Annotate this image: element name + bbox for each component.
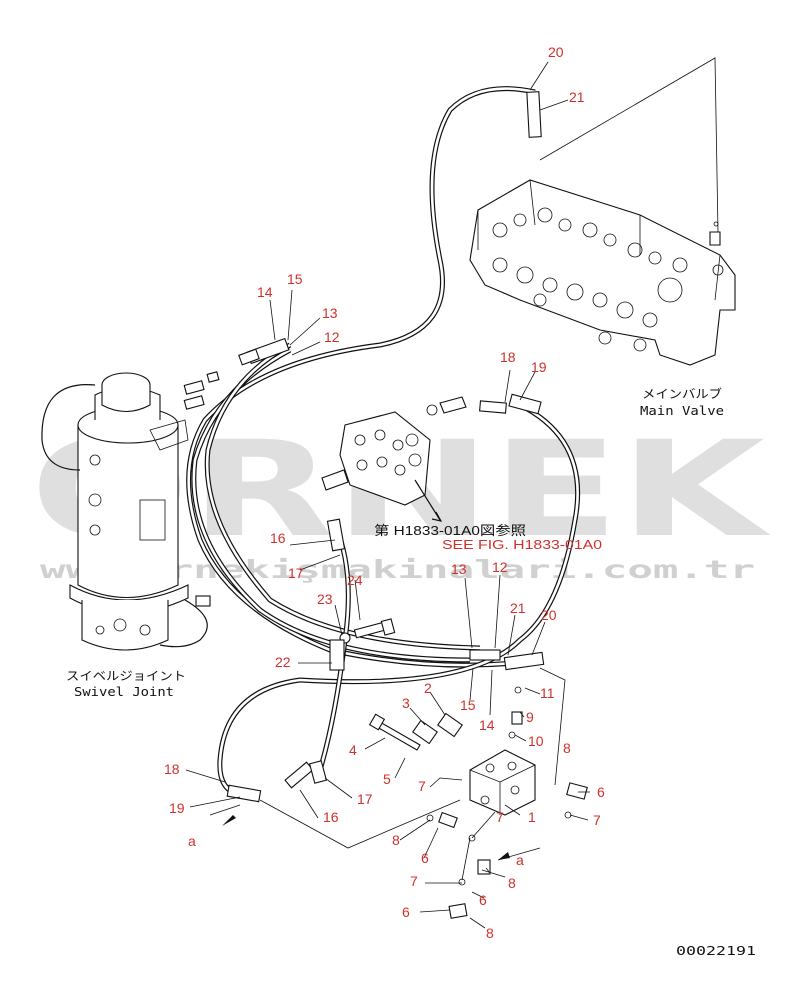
swivel-joint-drawing [41, 372, 211, 651]
callout: 18 [164, 761, 180, 777]
main-valve-drawing [469, 179, 736, 366]
drawing-number: 00022191 [676, 944, 756, 958]
hose-routing [186, 86, 581, 803]
callout: 20 [548, 44, 564, 60]
callout: 7 [496, 809, 504, 825]
callout: 18 [500, 349, 516, 365]
callout: 7 [418, 778, 426, 794]
callout: 17 [357, 791, 373, 807]
callout: 3 [402, 695, 410, 711]
control-valve-block-drawing [321, 396, 467, 522]
callout: 8 [486, 925, 494, 941]
callout: 1 [528, 809, 536, 825]
callout: 5 [383, 771, 391, 787]
leader-lines [185, 57, 719, 929]
callout: 13 [322, 305, 338, 321]
callout: 7 [410, 873, 418, 889]
swivel-joint-label-jp: スイベルジョイント [66, 669, 186, 683]
callout: 21 [569, 89, 585, 105]
callout: 14 [479, 717, 495, 733]
callout-labels: 20 21 14 15 13 12 18 19 16 17 24 23 13 1… [164, 44, 605, 941]
callout: 15 [460, 697, 476, 713]
callout: 21 [510, 600, 526, 616]
callout: 9 [526, 709, 534, 725]
callout: 6 [597, 784, 605, 800]
callout: 8 [392, 832, 400, 848]
main-valve-label-jp: メインバルブ [642, 386, 722, 401]
callout: 12 [492, 559, 508, 575]
callout: 14 [257, 284, 273, 300]
callout: 17 [288, 565, 304, 581]
callout: 8 [563, 740, 571, 756]
direction-arrows [222, 815, 510, 860]
callout: a [516, 852, 524, 868]
callout: 16 [323, 809, 339, 825]
callout: 2 [424, 680, 432, 696]
reference-en: SEE FIG. H1833-01A0 [442, 537, 602, 552]
callout: 10 [528, 733, 544, 749]
callout: a [188, 833, 196, 849]
callout: 15 [287, 271, 303, 287]
callout: 4 [349, 742, 357, 758]
callout: 11 [540, 685, 555, 701]
callout: 6 [479, 892, 487, 908]
reference-jp: 第 H1833-01A0図参照 [374, 523, 526, 538]
callout: 24 [347, 572, 363, 588]
main-valve-label-en: Main Valve [640, 404, 724, 418]
callout: 12 [324, 329, 340, 345]
callout: 20 [541, 607, 557, 623]
callout: 19 [169, 800, 185, 816]
swivel-joint-label-en: Swivel Joint [74, 685, 174, 699]
callout: 7 [593, 812, 601, 828]
callout: 6 [421, 850, 429, 866]
callout: 23 [317, 591, 333, 607]
callout: 16 [270, 530, 286, 546]
callout: 22 [275, 654, 291, 670]
callout: 13 [451, 561, 467, 577]
callout: 8 [508, 875, 516, 891]
callout: 6 [402, 904, 410, 920]
callout: 19 [531, 359, 547, 375]
